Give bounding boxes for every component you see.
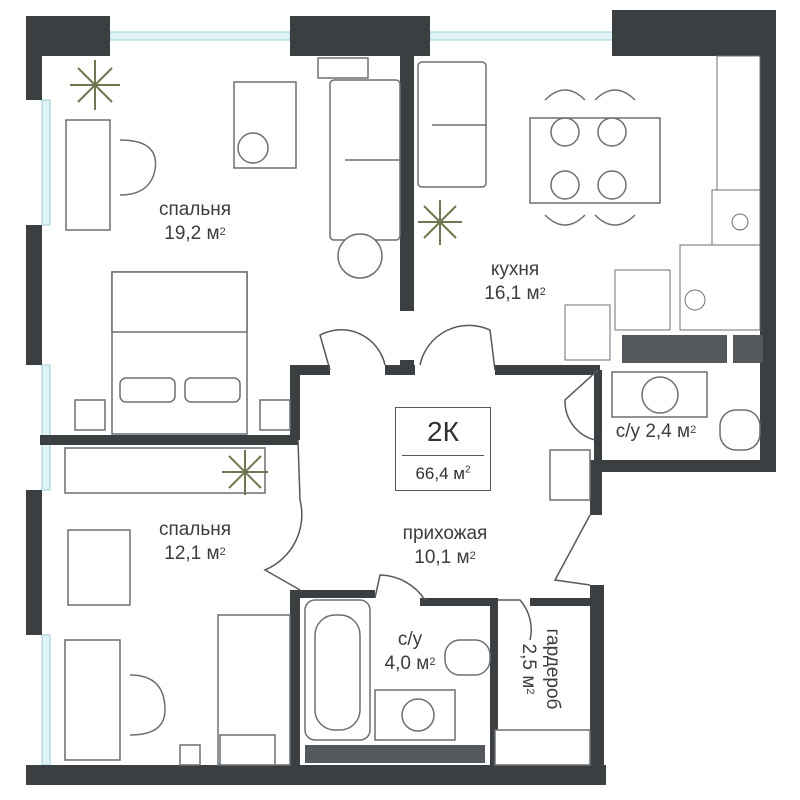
wardrobe-name: гардероб (542, 628, 563, 710)
hall-area-unit-sup: 2 (469, 550, 476, 562)
label-bedroom2: спальня 12,1 м2 (130, 518, 260, 566)
bath-fixtures (304, 371, 761, 766)
label-wardrobe: гардероб 2,5 м2 (516, 619, 564, 719)
label-bath1: с/у 2,4 м2 (596, 420, 716, 444)
bedroom2-furniture (64, 447, 291, 766)
bath2-area: 4,0 м (384, 653, 430, 674)
bedroom1-area-unit-sup: 2 (219, 226, 226, 238)
apartment-badge: 2К 66,4 м2 (395, 407, 491, 491)
doors (263, 324, 599, 641)
kitchen-units (305, 55, 763, 763)
label-kitchen: кухня 16,1 м2 (455, 258, 575, 306)
badge-divider (402, 455, 484, 456)
hall-name: прихожая (402, 523, 488, 544)
bedroom2-area: 12,1 м (164, 543, 220, 564)
bath1-area-unit-sup: 2 (690, 424, 697, 436)
dining-table (529, 89, 661, 226)
kitchen-area: 16,1 м (484, 283, 540, 304)
bedroom1-name: спальня (158, 199, 232, 220)
hall-area: 10,1 м (414, 547, 470, 568)
walls (26, 10, 776, 785)
wardrobe-area: 2,5 м (518, 643, 539, 689)
kitchen-area-unit-sup: 2 (539, 286, 546, 298)
apartment-type: 2К (427, 416, 459, 447)
label-bedroom1: спальня 19,2 м2 (130, 198, 260, 246)
label-hall: прихожая 10,1 м2 (375, 522, 515, 570)
plants (70, 60, 462, 495)
bath1-name: с/у 2,4 м (615, 421, 691, 442)
bedroom1-area: 19,2 м (164, 223, 220, 244)
sofas (317, 57, 487, 279)
apartment-area-unit-sup: 2 (464, 464, 471, 476)
bath2-name: с/у (397, 629, 423, 650)
kitchen-name: кухня (490, 259, 540, 280)
label-bath2: с/у 4,0 м2 (365, 628, 455, 676)
bedroom2-name: спальня (158, 519, 232, 540)
bedroom1-furniture (65, 81, 297, 435)
bath2-area-unit-sup: 2 (429, 656, 436, 668)
apartment-total-area: 66,4 м (415, 464, 465, 483)
wardrobe-area-unit-sup: 2 (524, 688, 536, 695)
bedroom2-area-unit-sup: 2 (219, 546, 226, 558)
